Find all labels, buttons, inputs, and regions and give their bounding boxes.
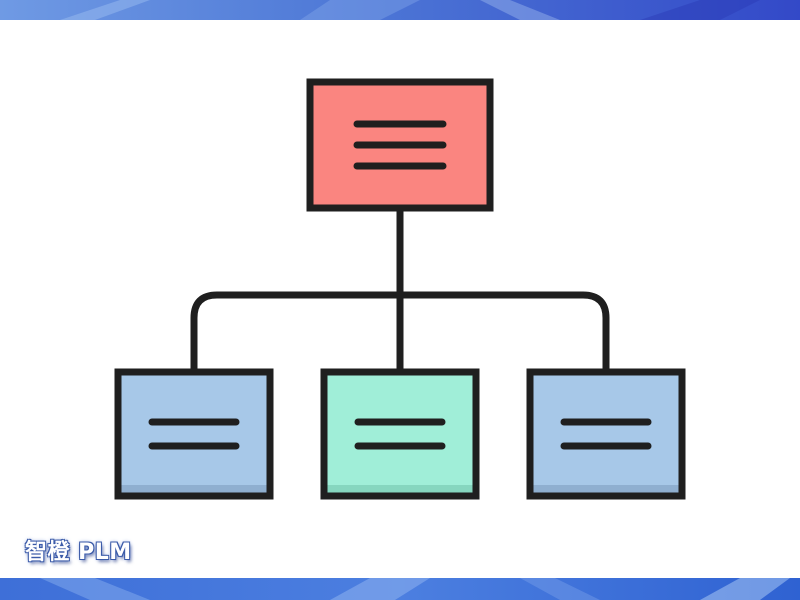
brand-watermark: 智橙 PLM [25,540,132,565]
child-node-right [526,368,686,500]
text-lines-icon [353,120,447,170]
text-lines-icon [354,418,446,450]
text-lines-icon [148,418,240,450]
top-decorative-band [0,0,800,20]
root-node [306,78,494,212]
child-node-middle [320,368,480,500]
connector-lines [190,204,610,376]
bottom-decorative-band [0,578,800,600]
text-lines-icon [560,418,652,450]
child-node-left [114,368,274,500]
